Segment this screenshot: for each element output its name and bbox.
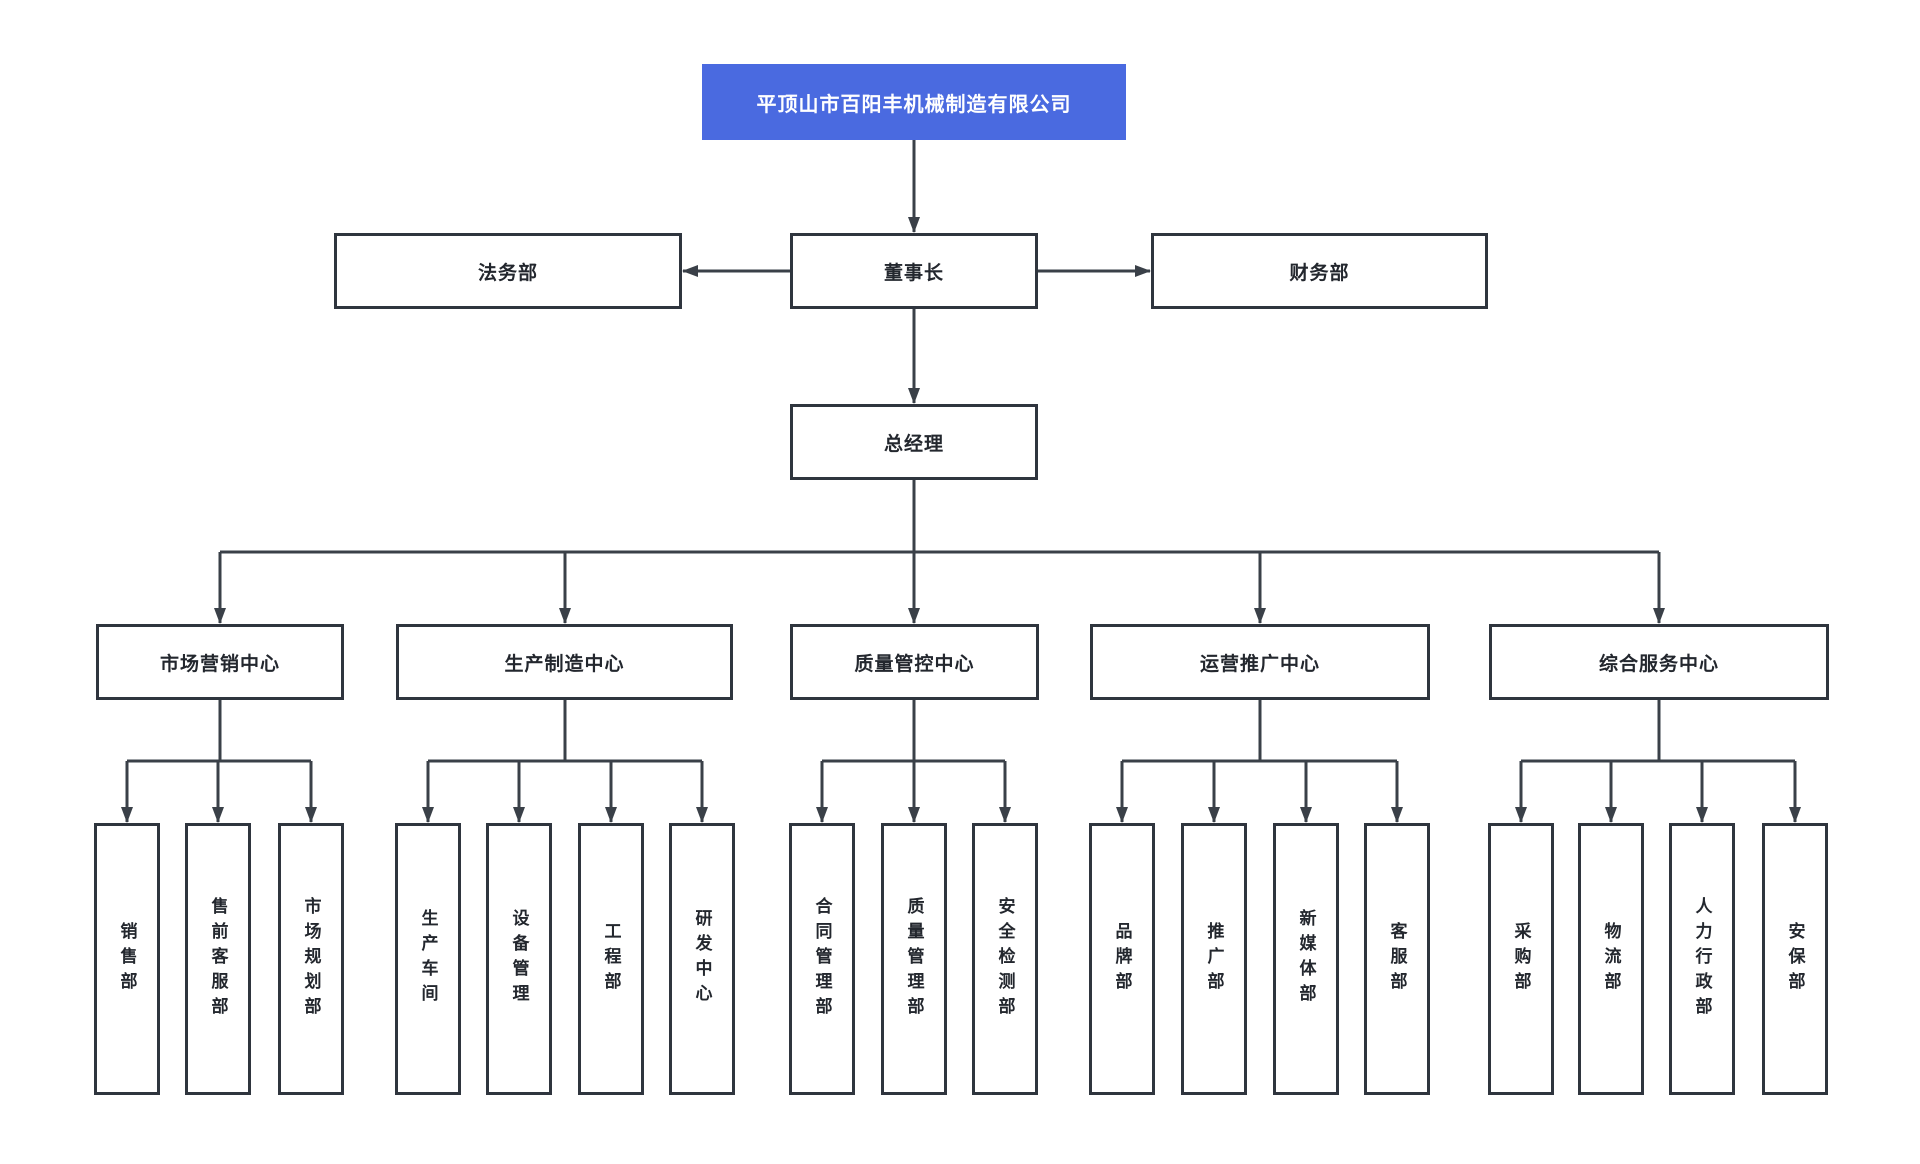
dept-label: 售前客服部: [208, 896, 228, 1022]
dept-label: 市场规划部: [301, 896, 321, 1022]
org-node-brand-dept: 品牌部: [1089, 823, 1155, 1095]
org-node-security-dept: 安保部: [1762, 823, 1828, 1095]
dept-label: 客服部: [1387, 921, 1407, 997]
org-node-new-media-dept: 新媒体部: [1273, 823, 1339, 1095]
org-node-safety-inspection-dept: 安全检测部: [972, 823, 1038, 1095]
org-node-logistics-dept: 物流部: [1578, 823, 1644, 1095]
org-node-customer-service-dept: 客服部: [1364, 823, 1430, 1095]
dept-label: 设备管理: [509, 909, 529, 1009]
org-node-legal-dept: 法务部: [334, 233, 682, 309]
org-node-hr-admin-dept: 人力行政部: [1669, 823, 1735, 1095]
dept-label: 品牌部: [1112, 921, 1132, 997]
dept-label: 合同管理部: [812, 896, 832, 1022]
dept-label: 研发中心: [692, 909, 712, 1009]
org-node-market-planning-dept: 市场规划部: [278, 823, 344, 1095]
dept-label: 工程部: [601, 921, 621, 997]
org-node-engineering-dept: 工程部: [578, 823, 644, 1095]
org-node-quality-management-dept: 质量管理部: [881, 823, 947, 1095]
connector-plain-lines: [127, 480, 1795, 763]
org-node-production-center: 生产制造中心: [396, 624, 733, 700]
org-node-services-center: 综合服务中心: [1489, 624, 1829, 700]
dept-label: 销售部: [117, 921, 137, 997]
org-node-production-workshop: 生产车间: [395, 823, 461, 1095]
org-node-general-manager: 总经理: [790, 404, 1038, 480]
dept-label: 人力行政部: [1692, 896, 1712, 1022]
org-node-procurement-dept: 采购部: [1488, 823, 1554, 1095]
org-node-company-root: 平顶山市百阳丰机械制造有限公司: [702, 64, 1126, 140]
dept-label: 安保部: [1785, 921, 1805, 997]
org-node-marketing-center: 市场营销中心: [96, 624, 344, 700]
org-node-promotion-dept: 推广部: [1181, 823, 1247, 1095]
org-node-equipment-management: 设备管理: [486, 823, 552, 1095]
org-node-rd-center: 研发中心: [669, 823, 735, 1095]
org-node-chairman: 董事长: [790, 233, 1038, 309]
org-node-sales-dept: 销售部: [94, 823, 160, 1095]
dept-label: 生产车间: [418, 909, 438, 1009]
dept-label: 采购部: [1511, 921, 1531, 997]
dept-label: 安全检测部: [995, 896, 1015, 1022]
dept-label: 质量管理部: [904, 896, 924, 1022]
org-node-presales-service-dept: 售前客服部: [185, 823, 251, 1095]
dept-label: 新媒体部: [1296, 909, 1316, 1009]
org-node-quality-center: 质量管控中心: [790, 624, 1039, 700]
org-node-contract-management-dept: 合同管理部: [789, 823, 855, 1095]
org-node-finance-dept: 财务部: [1151, 233, 1488, 309]
org-node-operations-center: 运营推广中心: [1090, 624, 1430, 700]
dept-label: 推广部: [1204, 921, 1224, 997]
dept-label: 物流部: [1601, 921, 1621, 997]
